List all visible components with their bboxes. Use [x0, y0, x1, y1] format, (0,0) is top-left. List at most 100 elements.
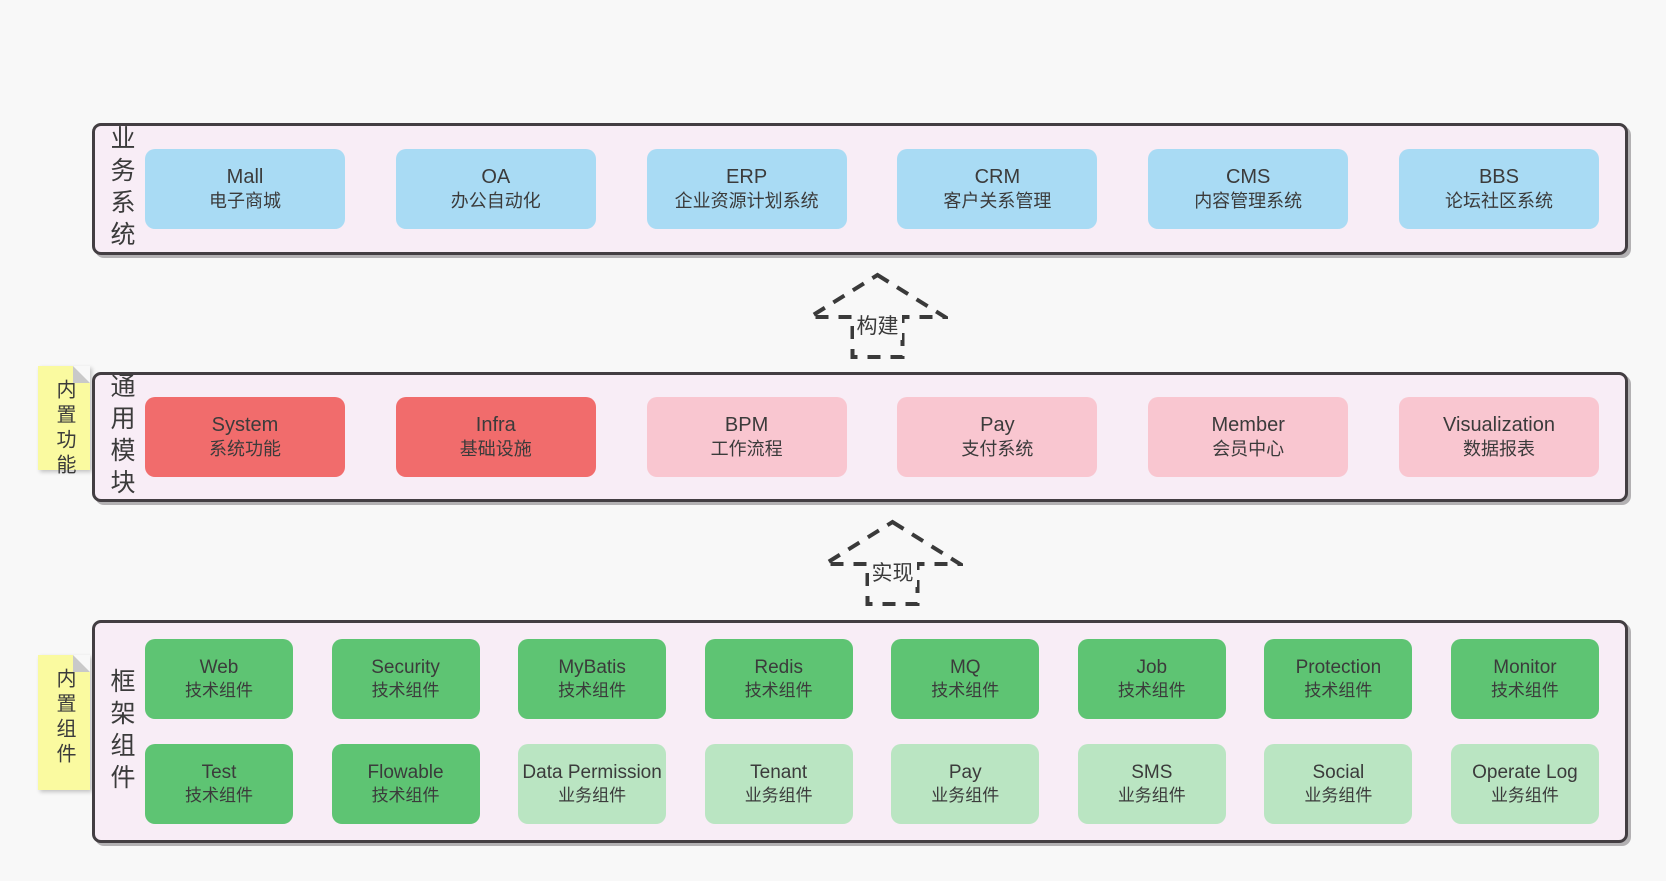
- component-box-web: Web 技术组件: [145, 639, 293, 719]
- note-fold-corner-icon: [73, 366, 90, 383]
- module-subtitle: 企业资源计划系统: [674, 191, 819, 212]
- module-subtitle: 技术组件: [1304, 681, 1373, 701]
- module-title: Pay: [980, 413, 1015, 436]
- module-subtitle: 技术组件: [744, 681, 813, 701]
- sticky-note-builtin-features-label: 内置功能: [53, 379, 75, 479]
- module-subtitle: 业务组件: [558, 786, 627, 806]
- module-box-member: Member 会员中心: [1148, 397, 1349, 477]
- module-title: ERP: [726, 165, 768, 188]
- arrow-build: 构建: [807, 272, 948, 360]
- component-box-monitor: Monitor 技术组件: [1450, 639, 1599, 719]
- module-subtitle: 会员中心: [1212, 439, 1285, 460]
- module-subtitle: 技术组件: [185, 681, 253, 701]
- up-arrow-icon: [822, 519, 963, 606]
- module-subtitle: 工作流程: [710, 439, 783, 460]
- module-subtitle: 技术组件: [371, 786, 440, 806]
- module-title: Protection: [1295, 657, 1382, 679]
- component-box-flowable: Flowable 技术组件: [331, 744, 480, 824]
- module-title: Social: [1312, 762, 1365, 784]
- arrow-build-label: 构建: [853, 310, 902, 340]
- band-framework-components-label: 框架组件: [107, 667, 135, 796]
- module-title: OA: [481, 165, 511, 188]
- module-title: Test: [201, 762, 237, 784]
- module-title: Operate Log: [1472, 762, 1578, 784]
- component-box-social: Social 业务组件: [1264, 744, 1413, 824]
- module-subtitle: 技术组件: [371, 681, 440, 701]
- module-title: SMS: [1131, 762, 1173, 784]
- module-title: System: [211, 413, 279, 436]
- component-box-redis: Redis 技术组件: [704, 639, 853, 719]
- module-title: Mall: [226, 165, 264, 188]
- band-common-modules: 通用模块 System 系统功能 Infra 基础设施 BPM 工作流程 Pay…: [92, 372, 1628, 502]
- module-box-erp: ERP 企业资源计划系统: [646, 149, 847, 229]
- module-title: Member: [1211, 413, 1285, 436]
- module-box-cms: CMS 内容管理系统: [1148, 149, 1349, 229]
- module-subtitle: 技术组件: [1117, 681, 1186, 701]
- module-subtitle: 论坛社区系统: [1444, 191, 1553, 212]
- module-title: Visualization: [1443, 413, 1555, 436]
- note-fold-corner-icon: [73, 655, 90, 672]
- band-business-systems: 业务系统 Mall 电子商城 OA 办公自动化 ERP 企业资源计划系统 CRM…: [92, 123, 1628, 255]
- sticky-note-builtin-components-label: 内置组件: [53, 668, 75, 768]
- module-title: Data Permission: [522, 762, 662, 784]
- module-title: Web: [199, 657, 239, 679]
- component-box-job: Job 技术组件: [1077, 639, 1226, 719]
- module-title: MQ: [949, 657, 981, 679]
- module-subtitle: 基础设施: [459, 439, 532, 460]
- framework-components-row-2: Test 技术组件 Flowable 技术组件 Data Permission …: [145, 744, 1599, 824]
- module-subtitle: 技术组件: [558, 681, 627, 701]
- module-title: CRM: [974, 165, 1021, 188]
- module-title: Flowable: [367, 762, 444, 784]
- module-subtitle: 支付系统: [961, 439, 1034, 460]
- module-title: Monitor: [1493, 657, 1557, 679]
- module-subtitle: 业务组件: [931, 786, 1000, 806]
- business-systems-boxes: Mall 电子商城 OA 办公自动化 ERP 企业资源计划系统 CRM 客户关系…: [137, 149, 1625, 229]
- component-box-data-permission: Data Permission 业务组件: [518, 744, 667, 824]
- module-subtitle: 技术组件: [931, 681, 1000, 701]
- module-title: Redis: [754, 657, 803, 679]
- module-title: Security: [371, 657, 440, 679]
- module-box-bpm: BPM 工作流程: [646, 397, 847, 477]
- module-box-crm: CRM 客户关系管理: [897, 149, 1098, 229]
- module-title: Pay: [948, 762, 982, 784]
- band-business-systems-label: 业务系统: [107, 125, 135, 253]
- component-box-pay: Pay 业务组件: [891, 744, 1040, 824]
- module-subtitle: 电子商城: [209, 191, 281, 212]
- component-box-mq: MQ 技术组件: [891, 639, 1040, 719]
- module-box-visualization: Visualization 数据报表: [1398, 397, 1599, 477]
- module-title: Infra: [475, 413, 516, 436]
- sticky-note-builtin-components: 内置组件: [38, 655, 90, 790]
- component-box-operate-log: Operate Log 业务组件: [1450, 744, 1599, 824]
- module-subtitle: 业务组件: [1490, 786, 1559, 806]
- up-arrow-icon: [807, 272, 948, 359]
- module-subtitle: 业务组件: [1304, 786, 1373, 806]
- module-subtitle: 系统功能: [209, 439, 281, 460]
- module-box-oa: OA 办公自动化: [395, 149, 596, 229]
- module-box-mall: Mall 电子商城: [145, 149, 345, 229]
- module-subtitle: 业务组件: [744, 786, 813, 806]
- module-subtitle: 数据报表: [1462, 439, 1535, 460]
- module-subtitle: 客户关系管理: [943, 191, 1052, 212]
- arrow-implement: 实现: [822, 519, 963, 607]
- component-box-tenant: Tenant 业务组件: [704, 744, 853, 824]
- module-box-bbs: BBS 论坛社区系统: [1398, 149, 1599, 229]
- component-box-security: Security 技术组件: [331, 639, 480, 719]
- module-subtitle: 业务组件: [1117, 786, 1186, 806]
- arrow-implement-label: 实现: [868, 557, 917, 587]
- module-subtitle: 办公自动化: [450, 191, 541, 212]
- module-subtitle: 技术组件: [1490, 681, 1559, 701]
- module-box-infra: Infra 基础设施: [395, 397, 596, 477]
- band-framework-components: 框架组件 Web 技术组件 Security 技术组件 MyBatis 技术组件…: [92, 620, 1628, 843]
- module-title: Job: [1136, 657, 1168, 679]
- component-box-protection: Protection 技术组件: [1264, 639, 1413, 719]
- module-box-system: System 系统功能: [145, 397, 345, 477]
- component-box-sms: SMS 业务组件: [1077, 744, 1226, 824]
- module-box-pay: Pay 支付系统: [897, 397, 1098, 477]
- framework-components-row-1: Web 技术组件 Security 技术组件 MyBatis 技术组件 Redi…: [145, 639, 1599, 719]
- common-modules-boxes: System 系统功能 Infra 基础设施 BPM 工作流程 Pay 支付系统…: [137, 397, 1625, 477]
- component-box-mybatis: MyBatis 技术组件: [518, 639, 667, 719]
- module-title: BPM: [724, 413, 769, 436]
- module-subtitle: 技术组件: [185, 786, 253, 806]
- framework-components-rows: Web 技术组件 Security 技术组件 MyBatis 技术组件 Redi…: [137, 639, 1625, 824]
